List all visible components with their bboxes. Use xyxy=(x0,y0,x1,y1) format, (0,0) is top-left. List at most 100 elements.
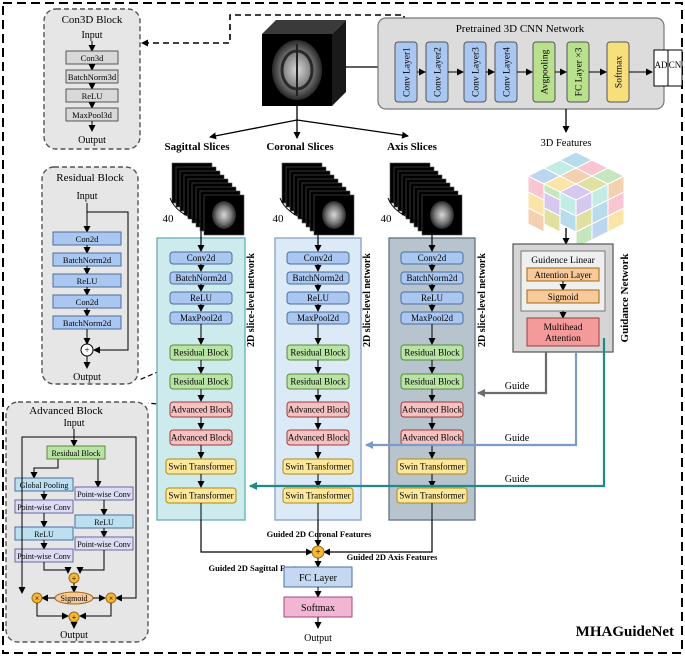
slice-count-coronal: 40 xyxy=(273,213,285,225)
slice-count-sagittal: 40 xyxy=(163,213,175,225)
cube-cell xyxy=(590,167,626,185)
column-axis-layer-label: Swin Transformer xyxy=(399,462,464,472)
advanced-residual xyxy=(46,445,106,460)
column-coronal-layer-label: Swin Transformer xyxy=(285,462,350,472)
column-coronal-layer-label: ReLU xyxy=(307,293,329,303)
features-3d-label: 3D Features xyxy=(540,138,591,149)
cube-cell xyxy=(607,207,625,233)
sagittal-slices-label: Sagittal Slices xyxy=(164,141,230,153)
column-sagittal-layer-label: Residual Block xyxy=(173,377,229,387)
guide-connections: Guide Guide Guide xyxy=(249,338,606,490)
column-axis-layer-label: MaxPool2d xyxy=(411,313,454,323)
column-axis-layer-label: BatchNorm2d xyxy=(407,273,458,283)
con3d-layer-pool-label: MaxPool3d xyxy=(72,110,112,120)
advanced-sigmoid-label: Sigmoid xyxy=(60,594,87,603)
con3d-input: Input xyxy=(81,30,102,41)
advanced-right-relu-label: ReLU xyxy=(94,518,114,527)
guide-label-1: Guide xyxy=(505,381,530,392)
features-3d-cube xyxy=(526,151,626,249)
cnn-fc-layer-x3-label: FC Layer ×3 xyxy=(575,47,585,96)
advanced-residual-label: Residual Block xyxy=(51,449,100,458)
multihead-attention xyxy=(526,317,600,347)
pretrained-cnn: Pretrained 3D CNN Network Conv Layer1 Con… xyxy=(377,17,683,110)
guide-label-3: Guide xyxy=(505,474,530,485)
guidance-sigmoid-label: Sigmoid xyxy=(548,292,579,302)
column-coronal-layer-label: Residual Block xyxy=(290,348,346,358)
advanced-right-pwconv2-label: Point-wise Conv xyxy=(77,540,131,549)
cnn-conv-layer3-label: Conv Layer3 xyxy=(472,47,482,97)
advanced-title: Advanced Block xyxy=(29,405,103,417)
guided-coronal-features: Guided 2D Coronal Features xyxy=(267,529,372,539)
column-sagittal-side-label: 2D slice-level network xyxy=(246,253,257,347)
cnn-conv-layer4-label: Conv Layer4 xyxy=(503,47,513,97)
cnn-output-cn-box xyxy=(667,49,683,87)
advanced-skip xyxy=(74,436,137,602)
advanced-output: Output xyxy=(60,630,88,641)
advanced-left-relu-label: ReLU xyxy=(34,530,54,539)
column-axis-layer-label: Advanced Block xyxy=(402,405,463,415)
advanced-merge-add-label: + xyxy=(72,574,77,583)
column-sagittal-layer-label: MaxPool2d xyxy=(180,313,223,323)
fc-layer-label: FC Layer xyxy=(299,573,338,584)
column-axis-layer-label: ReLU xyxy=(421,293,443,303)
cnn-output-cn: CN xyxy=(669,60,682,70)
column-coronal-layer-label: Advanced Block xyxy=(288,405,349,415)
column-coronal-layer-label: Residual Block xyxy=(290,377,346,387)
guidance-sigmoid xyxy=(526,289,600,304)
fusion-head: Guided 2D Sagittal Features Guided 2D Co… xyxy=(200,520,438,644)
fusion-add-label: + xyxy=(315,547,320,557)
residual-layer-bn1-label: BatchNorm2d xyxy=(63,255,112,265)
advanced-left-pwconv1-label: Point-wise Conv xyxy=(17,503,71,512)
slice-brace xyxy=(169,197,203,223)
column-coronal-layer-label: Swin Transformer xyxy=(285,491,350,501)
advanced-input: Input xyxy=(63,418,84,429)
con3d-layer-relu-label: ReLU xyxy=(82,91,103,101)
column-sagittal-layer-label: BatchNorm2d xyxy=(176,273,227,283)
cnn-title: Pretrained 3D CNN Network xyxy=(456,23,585,35)
residual-input: Input xyxy=(76,191,97,202)
residual-layer-conv1-label: Con2d xyxy=(76,234,99,244)
guide-label-2: Guide xyxy=(505,433,530,444)
column-coronal-layer-label: BatchNorm2d xyxy=(293,273,344,283)
con3d-output: Output xyxy=(78,135,106,146)
cnn-avgpooling-label: Avgpooling xyxy=(541,49,551,94)
guidance-network: Guidence Linear Attention Layer Sigmoid … xyxy=(512,243,631,353)
guided-sagittal-features: Guided 2D Sagittal Features xyxy=(208,563,312,573)
con3d-layer-conv-label: Con3d xyxy=(81,53,104,63)
final-output: Output xyxy=(304,633,332,644)
residual-block: Residual Block Input Con2d BatchNorm2d R… xyxy=(41,166,139,385)
column-sagittal-layer-label: Advanced Block xyxy=(171,405,232,415)
slice-brace xyxy=(387,197,421,223)
residual-layer-bn2-label: BatchNorm2d xyxy=(63,318,112,328)
guidance-side-label: Guidance Network xyxy=(619,253,631,343)
advanced-right-pwconv1-label: Point-wise Conv xyxy=(77,490,131,499)
column-coronal-side-label: 2D slice-level network xyxy=(362,253,373,347)
axis-slices-label: Axis Slices xyxy=(387,141,438,153)
cube-cell xyxy=(527,207,545,233)
column-sagittal-layer-label: Conv2d xyxy=(187,253,216,263)
column-coronal-layer-label: Advanced Block xyxy=(288,433,349,443)
model-name: MHAGuideNet xyxy=(576,624,674,640)
cnn-softmax-label: Softmax xyxy=(614,56,625,88)
guided-axis-features: Guided 2D Axis Features xyxy=(347,552,438,562)
advanced-block: Advanced Block Input Residual Block Glob… xyxy=(5,401,149,643)
coronal-slices-label: Coronal Slices xyxy=(266,141,334,153)
slice-brain xyxy=(322,201,346,229)
con3d-title: Con3D Block xyxy=(62,14,123,26)
advanced-final-add-label: + xyxy=(72,613,77,622)
brain-cube-image xyxy=(262,20,346,106)
slice-brace xyxy=(279,197,313,223)
column-axis-layer-label: Residual Block xyxy=(404,348,460,358)
con3d-layer-bn-label: BatchNorm3d xyxy=(68,72,117,82)
column-coronal-layer-label: Conv2d xyxy=(304,253,333,263)
column-axis-side-label: 2D slice-level network xyxy=(477,253,488,347)
column-axis-layer-label: Advanced Block xyxy=(402,433,463,443)
residual-layer-conv2-label: Con2d xyxy=(76,297,99,307)
column-sagittal-layer-label: ReLU xyxy=(190,293,212,303)
column-sagittal-layer-label: Swin Transformer xyxy=(168,462,233,472)
cnn-conv-layer1-label: Conv Layer1 xyxy=(403,47,413,97)
